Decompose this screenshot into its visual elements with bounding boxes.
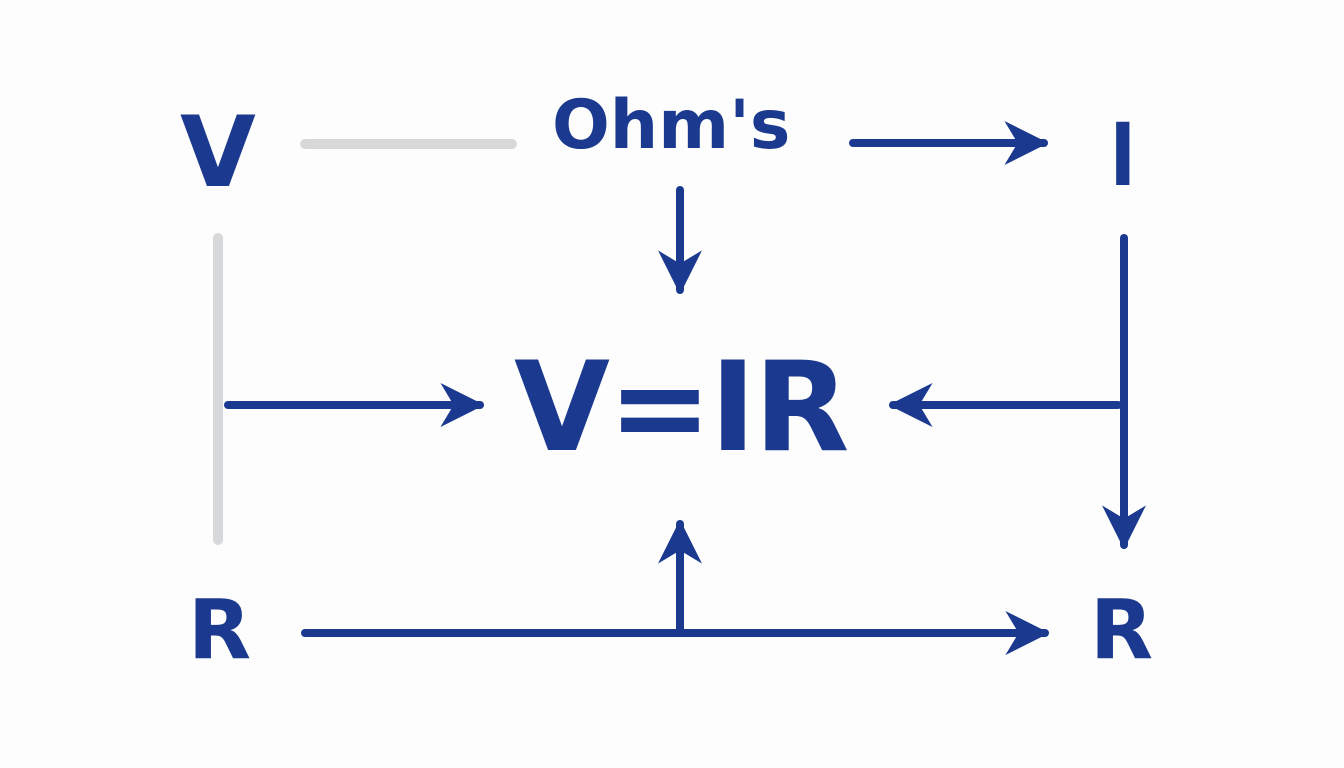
label-current: I: [1110, 103, 1136, 205]
equation-label: V=IR: [514, 336, 849, 480]
label-voltage: V: [180, 96, 256, 210]
label-resistance-left: R: [188, 583, 252, 678]
label-ohms: Ohm's: [552, 86, 791, 165]
label-resistance-right: R: [1090, 583, 1154, 678]
